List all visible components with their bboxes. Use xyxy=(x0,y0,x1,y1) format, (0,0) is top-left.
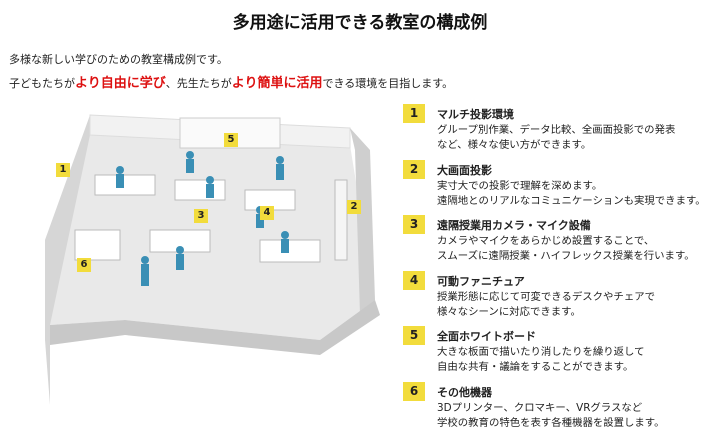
desc-line: 3Dプリンター、クロマキー、VRグラスなど xyxy=(437,401,643,414)
feature-desc: グループ別作業、データ比較、全画面投影での発表など、様々な使い方ができます。 xyxy=(437,123,675,153)
marker-2: 2 xyxy=(347,200,361,214)
feature-item: 3 遠隔授業用カメラ・マイク設備カメラやマイクをあらかじめ設置することで、スムーズ… xyxy=(403,215,720,271)
feature-desc: 3Dプリンター、クロマキー、VRグラスなど学校の教育の特色を表す各種機器を設置し… xyxy=(437,401,665,431)
front-edge xyxy=(50,300,380,355)
intro-text: 多様な新しい学びのための教室構成例です。 xyxy=(9,53,228,66)
desc-line: 遠隔地とのリアルなコミュニケーションも実現できます。 xyxy=(437,194,706,207)
highlight-text: より簡単に活用 xyxy=(231,76,323,91)
marker-6: 6 xyxy=(77,258,91,272)
number-badge: 5 xyxy=(403,326,425,345)
desc-line: 大きな板面で描いたり消したりを繰り返して xyxy=(437,346,645,358)
intro-text-part: 子どもたちが xyxy=(9,77,75,90)
screen xyxy=(334,179,348,261)
desc-line: 実寸大での投影で理解を深めます。 xyxy=(437,179,603,192)
desc-line: グループ別作業、データ比較、全画面投影での発表 xyxy=(437,124,676,136)
marker-3: 3 xyxy=(194,209,208,223)
people-figures xyxy=(116,151,289,286)
desc-line: 様々なシーンに対応できます。 xyxy=(437,305,581,318)
feature-desc: 実寸大での投影で理解を深めます。遠隔地とのリアルなコミュニケーションも実現できま… xyxy=(437,179,706,209)
number-badge: 3 xyxy=(403,215,425,234)
marker-4: 4 xyxy=(260,206,274,220)
number-badge: 4 xyxy=(403,270,425,290)
left-wall xyxy=(45,115,90,405)
feature-title: 遠隔授業用カメラ・マイク設備 xyxy=(437,219,591,232)
highlight-text: より自由に学び xyxy=(75,76,166,91)
marker-5: 5 xyxy=(224,133,238,147)
feature-desc: カメラやマイクをあらかじめ設置することで、スムーズに遠隔授業・ハイフレックス授業… xyxy=(437,234,695,264)
desc-line: スムーズに遠隔授業・ハイフレックス授業を行います。 xyxy=(437,250,695,262)
number-badge: 2 xyxy=(403,159,425,179)
feature-desc: 授業形態に応じて可変できるデスクやチェアで様々なシーンに対応できます。 xyxy=(437,290,655,320)
feature-item: 2 大画面投影実寸大での投影で理解を深めます。遠隔地とのリアルなコミュニケーション… xyxy=(403,159,720,216)
number-badge: 6 xyxy=(403,381,425,401)
feature-title: 可動ファニチュア xyxy=(437,274,525,288)
intro-text-part: できる環境を目指します。 xyxy=(322,77,454,90)
desc-line: 授業形態に応じて可変できるデスクやチェアで xyxy=(437,290,655,303)
feature-title: 全面ホワイトボード xyxy=(437,330,536,343)
feature-item: 1 マルチ投影環境グループ別作業、データ比較、全画面投影での発表など、様々な使い方… xyxy=(403,104,720,160)
intro-text-part: 、先生たちが xyxy=(165,77,232,90)
desc-line: など、様々な使い方ができます。 xyxy=(437,139,592,151)
feature-list: 1 マルチ投影環境グループ別作業、データ比較、全画面投影での発表など、様々な使い方… xyxy=(403,104,720,437)
feature-item: 6 その他機器 3Dプリンター、クロマキー、VRグラスなど学校の教育の特色を表す各種… xyxy=(403,381,720,438)
marker-1: 1 xyxy=(56,163,70,177)
classroom-illustration xyxy=(45,114,380,405)
desc-line: 自由な共有・議論をすることができます。 xyxy=(437,361,634,373)
page-title: 多用途に活用できる教室の構成例 xyxy=(232,13,488,33)
feature-title: 大画面投影 xyxy=(437,163,492,177)
right-wall xyxy=(350,128,375,315)
number-badge: 1 xyxy=(403,104,425,123)
feature-title: マルチ投影環境 xyxy=(437,108,514,121)
feature-item: 4 可動ファニチュア授業形態に応じて可変できるデスクやチェアで様々なシーンに対応で… xyxy=(403,270,720,327)
intro-text-highlight: 子どもたちがより自由に学び、先生たちがより簡単に活用できる環境を目指します。 xyxy=(9,72,453,91)
feature-desc: 大きな板面で描いたり消したりを繰り返して自由な共有・議論をすることができます。 xyxy=(437,345,645,375)
feature-title: その他機器 xyxy=(437,385,492,399)
desc-line: カメラやマイクをあらかじめ設置することで、 xyxy=(437,235,655,247)
desc-line: 学校の教育の特色を表す各種機器を設置します。 xyxy=(437,416,665,429)
feature-item: 5 全面ホワイトボード大きな板面で描いたり消したりを繰り返して自由な共有・議論をす… xyxy=(403,326,720,382)
